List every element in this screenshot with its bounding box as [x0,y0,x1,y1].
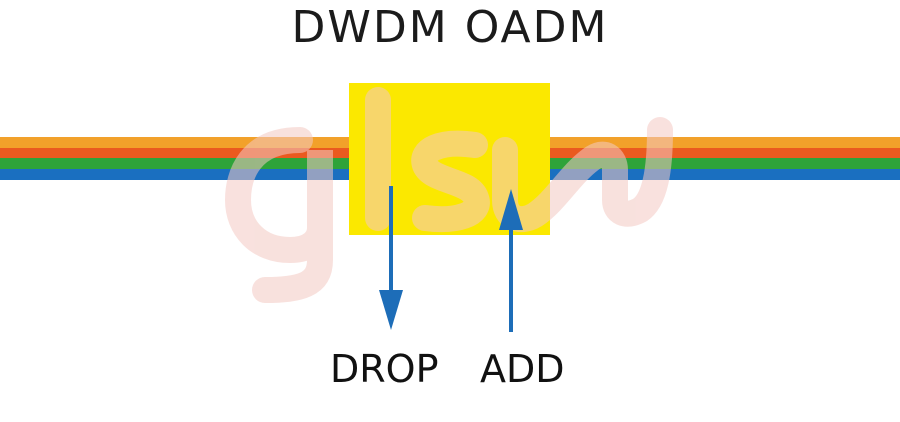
fiber-blue-right [550,169,900,180]
diagram-title: DWDM OADM [291,2,609,53]
fiber-red-left [0,148,349,158]
add-label: ADD [480,347,565,391]
drop-label: DROP [330,347,439,391]
fiber-red-right [550,148,900,158]
add-arrow-head [499,189,523,230]
fiber-green-right [550,158,900,169]
fiber-blue-left [0,169,349,180]
fiber-orange-right [550,137,900,148]
fiber-green-left [0,158,349,169]
watermark-logo [224,87,673,303]
fiber-orange-left [0,137,349,148]
drop-arrow-head [379,290,403,330]
